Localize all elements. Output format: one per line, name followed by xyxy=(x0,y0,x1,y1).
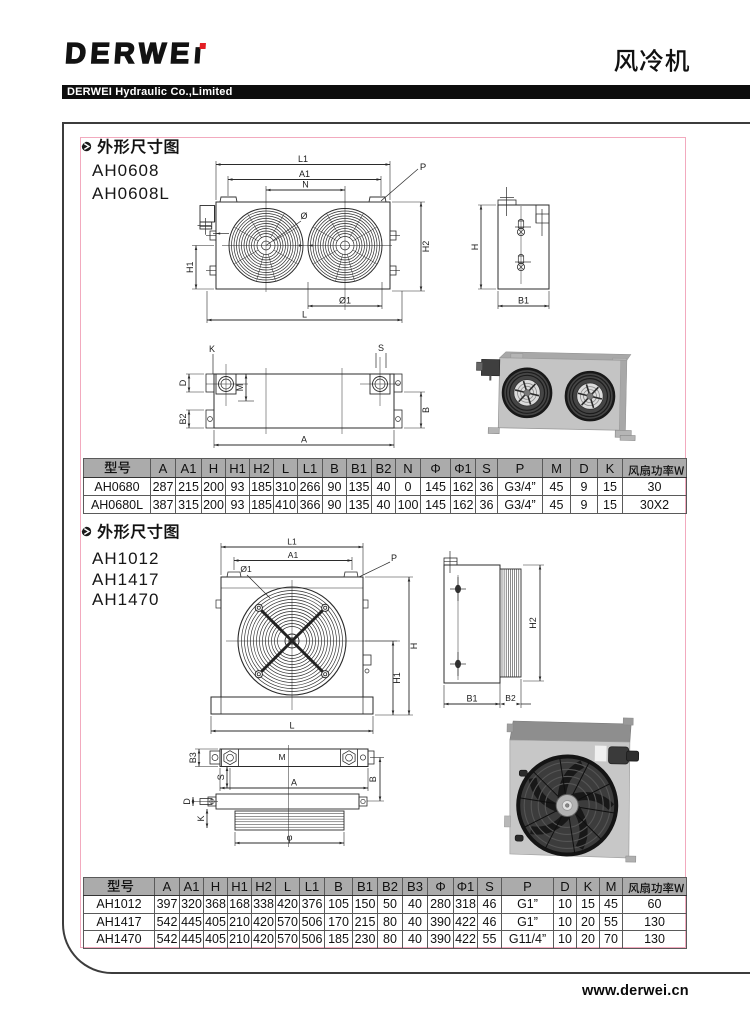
svg-text:K: K xyxy=(209,344,215,354)
svg-text:D: D xyxy=(182,798,192,805)
svg-text:H: H xyxy=(409,643,419,650)
svg-text:B: B xyxy=(421,407,431,413)
svg-text:B: B xyxy=(368,776,378,782)
svg-text:L: L xyxy=(302,310,307,320)
svg-text:B1: B1 xyxy=(466,694,477,704)
svg-text:S: S xyxy=(216,774,226,780)
svg-text:A1: A1 xyxy=(299,169,310,179)
svg-text:L1: L1 xyxy=(298,154,308,164)
svg-text:H: H xyxy=(470,244,480,251)
svg-text:A: A xyxy=(301,435,307,445)
svg-text:P: P xyxy=(420,162,426,173)
svg-text:H1: H1 xyxy=(185,261,195,273)
svg-text:B1: B1 xyxy=(518,296,529,306)
svg-text:L: L xyxy=(289,721,294,731)
svg-text:Ø: Ø xyxy=(300,211,307,221)
svg-text:A: A xyxy=(291,778,297,788)
svg-text:K: K xyxy=(196,815,206,821)
svg-text:L1: L1 xyxy=(287,537,297,547)
svg-text:B2: B2 xyxy=(505,693,516,703)
svg-text:B3: B3 xyxy=(188,752,198,763)
svg-text:S: S xyxy=(378,343,384,353)
svg-text:H2: H2 xyxy=(421,241,431,253)
svg-text:H2: H2 xyxy=(528,617,538,629)
svg-text:M: M xyxy=(278,752,285,762)
svg-text:Ø1: Ø1 xyxy=(339,296,351,306)
svg-text:M: M xyxy=(235,384,245,392)
svg-text:Ø1: Ø1 xyxy=(240,564,252,574)
svg-text:A1: A1 xyxy=(288,550,299,560)
svg-text:H1: H1 xyxy=(392,672,402,684)
svg-text:P: P xyxy=(391,553,397,563)
svg-text:φ: φ xyxy=(287,833,293,843)
svg-text:D: D xyxy=(178,379,188,386)
svg-text:B2: B2 xyxy=(178,413,188,424)
svg-text:N: N xyxy=(302,180,309,190)
